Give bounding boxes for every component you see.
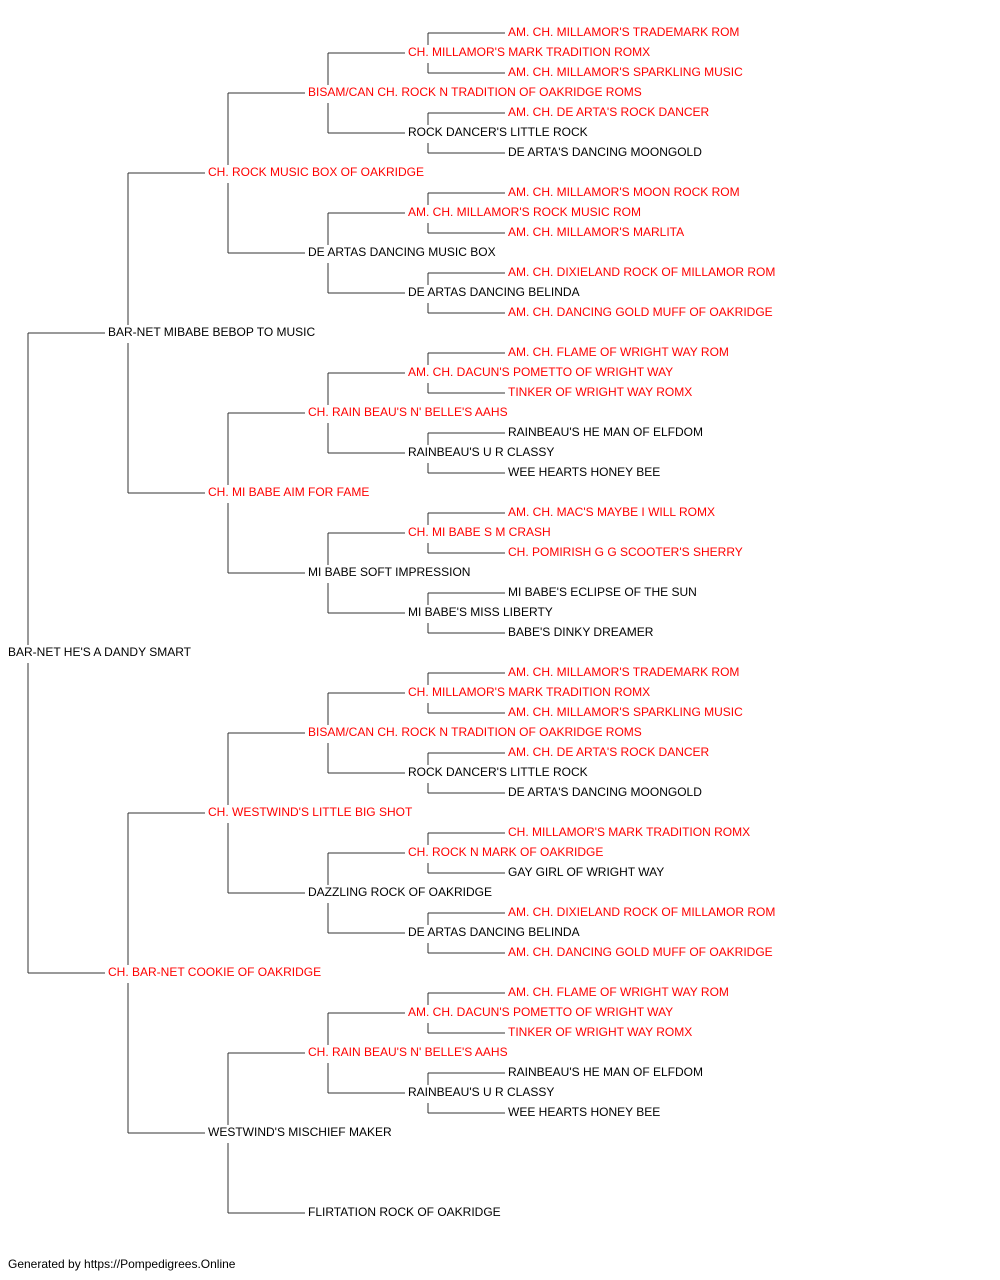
pedigree-entry: TINKER OF WRIGHT WAY ROMX (507, 385, 694, 399)
pedigree-entry: AM. CH. DACUN'S POMETTO OF WRIGHT WAY (407, 1005, 675, 1019)
pedigree-entry: CH. MILLAMOR'S MARK TRADITION ROMX (407, 685, 652, 699)
pedigree-entry: ROCK DANCER'S LITTLE ROCK (407, 125, 589, 139)
footer-credit: Generated by https://Pompedigrees.Online (8, 1257, 236, 1271)
pedigree-entry: CH. MILLAMOR'S MARK TRADITION ROMX (507, 825, 752, 839)
pedigree-entry: AM. CH. MILLAMOR'S TRADEMARK ROM (507, 665, 741, 679)
pedigree-entry: AM. CH. MILLAMOR'S ROCK MUSIC ROM (407, 205, 642, 219)
pedigree-entry: CH. POMIRISH G G SCOOTER'S SHERRY (507, 545, 744, 559)
pedigree-entry: AM. CH. MAC'S MAYBE I WILL ROMX (507, 505, 716, 519)
pedigree-entry: AM. CH. MILLAMOR'S TRADEMARK ROM (507, 25, 741, 39)
pedigree-entry: AM. CH. FLAME OF WRIGHT WAY ROM (507, 345, 730, 359)
pedigree-entry: WEE HEARTS HONEY BEE (507, 465, 662, 479)
pedigree-entry: CH. ROCK N MARK OF OAKRIDGE (407, 845, 605, 859)
pedigree-entry: BISAM/CAN CH. ROCK N TRADITION OF OAKRID… (307, 85, 643, 99)
pedigree-entry: DE ARTAS DANCING BELINDA (407, 925, 581, 939)
pedigree-entry: AM. CH. DIXIELAND ROCK OF MILLAMOR ROM (507, 905, 777, 919)
pedigree-entry: AM. CH. DANCING GOLD MUFF OF OAKRIDGE (507, 305, 774, 319)
pedigree-entry: AM. CH. DE ARTA'S ROCK DANCER (507, 745, 711, 759)
pedigree-entry: BAR-NET HE'S A DANDY SMART (7, 645, 193, 659)
pedigree-entry: MI BABE SOFT IMPRESSION (307, 565, 472, 579)
pedigree-entry: BAR-NET MIBABE BEBOP TO MUSIC (107, 325, 317, 339)
pedigree-entry: DAZZLING ROCK OF OAKRIDGE (307, 885, 494, 899)
pedigree-entry: DE ARTA'S DANCING MOONGOLD (507, 785, 703, 799)
pedigree-entry: MI BABE'S ECLIPSE OF THE SUN (507, 585, 698, 599)
pedigree-entry: GAY GIRL OF WRIGHT WAY (507, 865, 666, 879)
pedigree-entry: WESTWIND'S MISCHIEF MAKER (207, 1125, 393, 1139)
pedigree-entry: AM. CH. MILLAMOR'S SPARKLING MUSIC (507, 65, 744, 79)
pedigree-entry: DE ARTAS DANCING MUSIC BOX (307, 245, 497, 259)
pedigree-entry: AM. CH. MILLAMOR'S MOON ROCK ROM (507, 185, 741, 199)
pedigree-entry: RAINBEAU'S HE MAN OF ELFDOM (507, 1065, 704, 1079)
pedigree-entry: BABE'S DINKY DREAMER (507, 625, 655, 639)
pedigree-entry: CH. ROCK MUSIC BOX OF OAKRIDGE (207, 165, 426, 179)
pedigree-entry: FLIRTATION ROCK OF OAKRIDGE (307, 1205, 502, 1219)
pedigree-entry: AM. CH. MILLAMOR'S MARLITA (507, 225, 686, 239)
pedigree-entry: RAINBEAU'S U R CLASSY (407, 445, 556, 459)
pedigree-entry: CH. WESTWIND'S LITTLE BIG SHOT (207, 805, 414, 819)
pedigree-entry: BISAM/CAN CH. ROCK N TRADITION OF OAKRID… (307, 725, 643, 739)
pedigree-entry: CH. MI BABE AIM FOR FAME (207, 485, 371, 499)
pedigree-entry: RAINBEAU'S HE MAN OF ELFDOM (507, 425, 704, 439)
pedigree-entry: CH. RAIN BEAU'S N' BELLE'S AAHS (307, 405, 509, 419)
pedigree-entry: MI BABE'S MISS LIBERTY (407, 605, 554, 619)
pedigree-entry: TINKER OF WRIGHT WAY ROMX (507, 1025, 694, 1039)
pedigree-entry: AM. CH. DANCING GOLD MUFF OF OAKRIDGE (507, 945, 774, 959)
pedigree-entry: CH. BAR-NET COOKIE OF OAKRIDGE (107, 965, 323, 979)
pedigree-entry: AM. CH. FLAME OF WRIGHT WAY ROM (507, 985, 730, 999)
pedigree-entry: ROCK DANCER'S LITTLE ROCK (407, 765, 589, 779)
pedigree-entry: DE ARTAS DANCING BELINDA (407, 285, 581, 299)
pedigree-entry: RAINBEAU'S U R CLASSY (407, 1085, 556, 1099)
pedigree-entry: AM. CH. DIXIELAND ROCK OF MILLAMOR ROM (507, 265, 777, 279)
pedigree-entry: WEE HEARTS HONEY BEE (507, 1105, 662, 1119)
pedigree-entry: DE ARTA'S DANCING MOONGOLD (507, 145, 703, 159)
pedigree-entry: AM. CH. DE ARTA'S ROCK DANCER (507, 105, 711, 119)
pedigree-entry: CH. RAIN BEAU'S N' BELLE'S AAHS (307, 1045, 509, 1059)
pedigree-entry: AM. CH. MILLAMOR'S SPARKLING MUSIC (507, 705, 744, 719)
pedigree-entry: CH. MILLAMOR'S MARK TRADITION ROMX (407, 45, 652, 59)
pedigree-entry: CH. MI BABE S M CRASH (407, 525, 552, 539)
pedigree-entry: AM. CH. DACUN'S POMETTO OF WRIGHT WAY (407, 365, 675, 379)
